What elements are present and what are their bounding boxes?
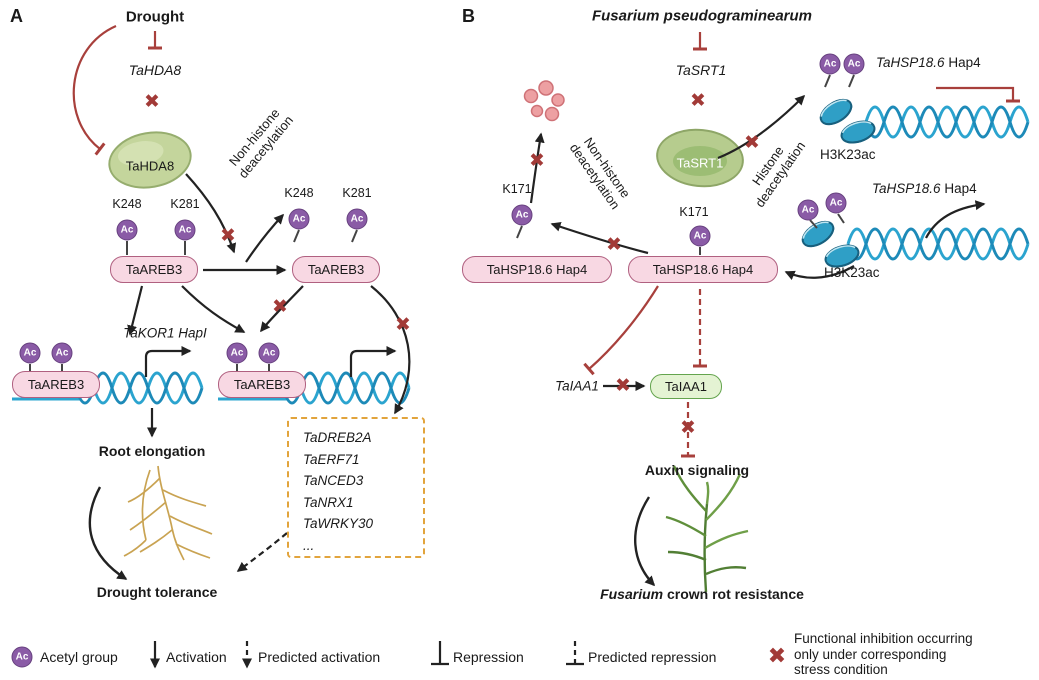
acetyl-group-icon: Ac [174, 219, 196, 241]
lysine-k171-label: K171 [679, 205, 709, 219]
fcr-rest-part: crown rot resistance [663, 586, 804, 602]
acetyl-group-icon: Ac [258, 342, 280, 364]
lysine-k248-free-label: K248 [284, 186, 314, 200]
acetyl-group-icon: Ac [116, 219, 138, 241]
lysine-k281-label: K281 [170, 197, 200, 211]
panel-b-arrows [529, 32, 1020, 587]
dna-helix-hsp-active [846, 227, 1030, 261]
tahsp-gene-label: TaHSP18.6 Hap4 [876, 55, 981, 70]
acetyl-group-icon: Ac [511, 204, 533, 226]
box-label: TaIAA1 [665, 379, 707, 394]
panel-a-arrows [72, 24, 411, 581]
gene-list-item: ... [303, 537, 315, 553]
tahsp-deacetylated-box: TaHSP18.6 Hap4 [462, 256, 612, 283]
gene-name-italic: TaHSP18.6 [872, 181, 941, 196]
box-label: TaHSP18.6 Hap4 [652, 262, 754, 277]
tasrt1-gene-label: TaSRT1 [675, 62, 727, 78]
h3k23ac-label: H3K23ac [820, 147, 876, 162]
acetyl-group-icon: Ac [19, 342, 41, 364]
stress-inhibition-x-icon: ✖ [744, 132, 760, 154]
box-label: TaAREB3 [125, 262, 183, 277]
pathogen-label: Fusarium pseudograminearum [591, 7, 813, 25]
acetyl-group-icon: Ac [226, 342, 248, 364]
legend-inhibition-label: Functional inhibition occurring only und… [794, 631, 973, 678]
gene-list-item: TaNRX1 [303, 494, 354, 510]
legend-symbols [150, 641, 584, 669]
legend-acetyl-label: Acetyl group [40, 649, 118, 665]
drought-label: Drought [125, 8, 185, 26]
stress-inhibition-x-icon: ✖ [272, 296, 288, 318]
gene-list-item: TaDREB2A [303, 430, 372, 445]
root-elongation-label: Root elongation [98, 443, 206, 459]
gene-list-item: TaNCED3 [303, 473, 364, 488]
lysine-k248-label: K248 [112, 197, 142, 211]
stress-inhibition-x-icon: ✖ [529, 150, 545, 172]
gene-list-item: TaERF71 [303, 451, 360, 467]
label-line: stress condition [794, 662, 888, 677]
stress-inhibition-x-icon: ✖ [606, 234, 622, 256]
fcr-resistance-label: Fusarium crown rot resistance [600, 586, 804, 602]
stress-inhibition-x-icon: ✖ [690, 90, 706, 112]
taiaa1-gene-label: TaIAA1 [555, 378, 599, 394]
acetyl-group-icon: Ac [843, 53, 865, 75]
acetyl-group-icon: Ac [346, 208, 368, 230]
takor1-hapi-label: TaKOR1 HapI [123, 325, 207, 341]
box-label: TaAREB3 [233, 377, 291, 392]
fcr-italic-part: Fusarium [600, 586, 664, 602]
stress-inhibition-x-icon: ✖ [615, 375, 631, 397]
taareb3-dna-bound-box: TaAREB3 [218, 371, 306, 398]
taareb3-deacetylated-box: TaAREB3 [292, 256, 380, 283]
box-label: TaAREB3 [307, 262, 365, 277]
legend-predicted-activation-label: Predicted activation [258, 649, 381, 665]
drought-tolerance-label: Drought tolerance [96, 584, 218, 600]
tasrt1-protein-blob [656, 128, 744, 188]
gene-name-rest: Hap4 [944, 55, 981, 70]
acetyl-group-icon: Ac [797, 199, 819, 221]
legend-activation-label: Activation [166, 649, 227, 665]
stress-inhibition-x-icon: ✖ [144, 91, 160, 113]
box-label: TaAREB3 [27, 377, 85, 392]
acetyl-group-icon: Ac [689, 225, 711, 247]
panel-a-label: A [10, 6, 23, 26]
taareb3-dna-bound-box: TaAREB3 [12, 371, 100, 398]
tahda8-protein-label: TaHDA8 [125, 158, 175, 174]
lysine-k281-free-label: K281 [342, 186, 372, 200]
acetyl-group-icon: Ac [825, 192, 847, 214]
acetyl-group-icon: Ac [51, 342, 73, 364]
taiaa1-protein-box: TaIAA1 [650, 374, 722, 399]
gene-name-italic: TaHSP18.6 [876, 55, 945, 70]
legend-acetyl-icon: Ac [11, 646, 33, 668]
label-line: only under corresponding [794, 646, 947, 662]
lysine-k171-free-label: K171 [502, 182, 532, 196]
tahsp-acetylated-box: TaHSP18.6 Hap4 [628, 256, 778, 283]
tahda8-protein-blob [108, 131, 192, 189]
stress-inhibition-x-icon: ✖ [680, 417, 696, 439]
legend-repression-label: Repression [453, 649, 524, 665]
acetyl-stems [29, 74, 855, 371]
tahsp-gene-label: TaHSP18.6 Hap4 [872, 181, 977, 196]
gene-name-rest: Hap4 [940, 181, 977, 196]
root-illustration [123, 465, 213, 561]
label-line: Functional inhibition occurring [794, 631, 973, 646]
degradation-dots [523, 80, 565, 122]
auxin-signaling-label: Auxin signaling [644, 462, 750, 478]
stress-inhibition-x-icon: ✖ [395, 314, 411, 336]
taareb3-acetylated-box: TaAREB3 [110, 256, 198, 283]
acetyl-group-icon: Ac [288, 208, 310, 230]
legend-inhibition-x-icon: ✖ [767, 643, 787, 668]
tasrt1-protein-label: TaSRT1 [676, 155, 724, 171]
tahda8-gene-label: TaHDA8 [128, 62, 182, 78]
target-genes-box: TaDREB2A TaERF71 TaNCED3 TaNRX1 TaWRKY30… [287, 417, 425, 558]
gene-list-item: TaWRKY30 [303, 516, 374, 531]
acetyl-group-icon: Ac [819, 53, 841, 75]
wheat-illustration [665, 465, 749, 593]
nucleosome-pair-repressed [815, 93, 879, 148]
legend-predicted-repression-label: Predicted repression [588, 649, 717, 665]
dna-helix-hsp-repressed [864, 105, 1030, 139]
box-label: TaHSP18.6 Hap4 [486, 262, 588, 277]
h3k23ac-label: H3K23ac [824, 265, 880, 280]
nucleosome-pair-active [797, 215, 863, 272]
stress-inhibition-x-icon: ✖ [220, 225, 236, 247]
panel-b-label: B [462, 6, 475, 26]
